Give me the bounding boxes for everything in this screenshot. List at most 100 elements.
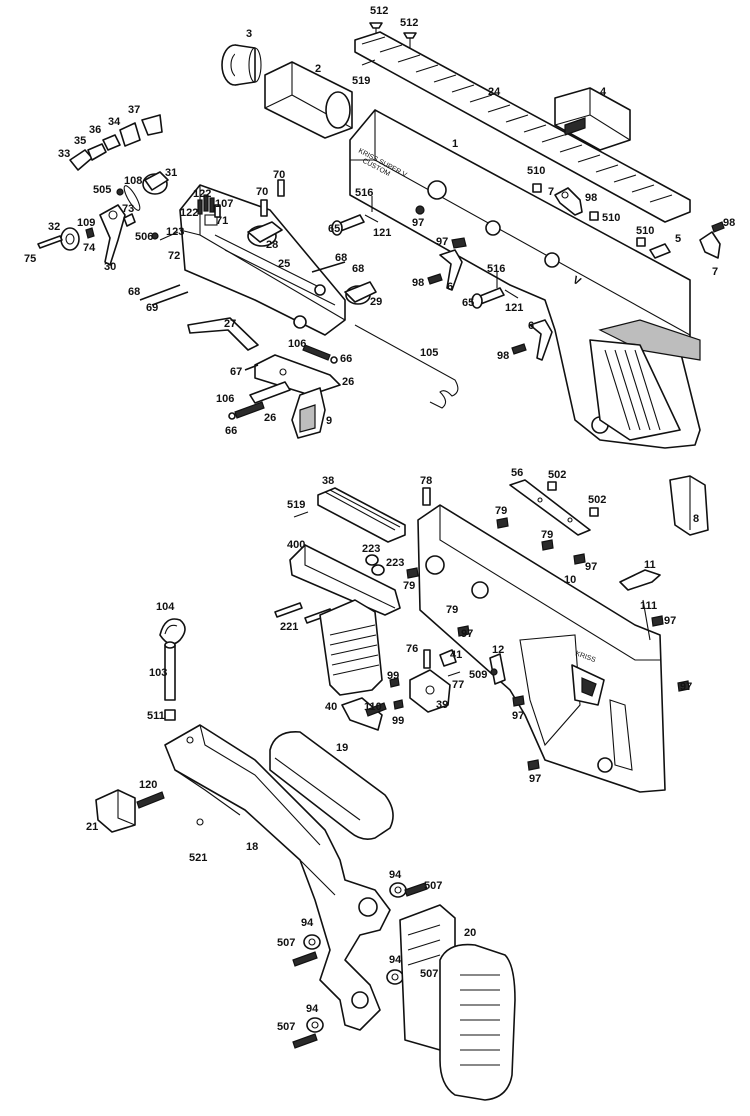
label-97-g: 97 [512, 710, 524, 722]
label-68-b: 68 [352, 263, 364, 275]
label-512-b: 512 [400, 17, 418, 29]
label-32: 32 [48, 221, 60, 233]
label-18: 18 [246, 841, 258, 853]
spring-109 [85, 227, 95, 239]
label-12: 12 [492, 644, 504, 656]
screw-99-a [389, 677, 400, 688]
label-521: 521 [189, 852, 207, 864]
spring-ring-108 [123, 185, 141, 211]
cam-7-right [699, 221, 725, 259]
screw-510-b [589, 211, 599, 221]
label-505: 505 [93, 184, 111, 196]
nut-94-b [303, 934, 321, 950]
label-98-a: 98 [585, 192, 597, 204]
hammer-26 [254, 354, 341, 396]
label-507-c: 507 [420, 968, 438, 980]
part-number-labels: 512 512 3 2 519 24 4 37 34 36 35 33 1 31… [24, 5, 735, 1033]
pin-121-lower [504, 289, 519, 299]
label-400: 400 [287, 539, 305, 551]
screw-510-a [532, 183, 542, 193]
label-510-a: 510 [527, 165, 545, 177]
screw-512-right [403, 32, 417, 48]
label-94-a: 94 [389, 869, 402, 881]
pin-75 [37, 235, 63, 249]
screw-79-c [406, 567, 419, 579]
label-106-a: 106 [288, 338, 306, 350]
label-33: 33 [58, 148, 70, 160]
charging-handle-30 [99, 204, 136, 266]
label-9: 9 [326, 415, 332, 427]
label-30: 30 [104, 261, 116, 273]
nut-94-d [306, 1017, 324, 1033]
lever-6-lower [529, 319, 553, 361]
label-98-d: 98 [497, 350, 509, 362]
label-223-a: 223 [362, 543, 380, 555]
pin-103 [164, 641, 176, 701]
label-111: 111 [640, 600, 657, 612]
pins-70 [260, 179, 285, 217]
spring-wire-105 [354, 324, 459, 409]
label-109: 109 [77, 217, 95, 229]
label-31: 31 [165, 167, 177, 179]
label-507-d: 507 [277, 1021, 295, 1033]
pin-66-upper [330, 356, 338, 364]
label-70-b: 70 [273, 169, 285, 181]
label-76: 76 [406, 643, 418, 655]
part-29 [344, 281, 377, 305]
sling-swivel-104 [159, 618, 186, 645]
plate-56 [509, 479, 591, 536]
screw-79-b [541, 539, 554, 551]
trigger-bar-27 [187, 317, 259, 351]
label-223-b: 223 [386, 557, 404, 569]
label-79-d: 79 [446, 604, 458, 616]
label-97-f: 97 [680, 681, 692, 693]
label-97-c: 97 [585, 561, 597, 573]
label-8: 8 [693, 513, 699, 525]
ball-505 [116, 188, 124, 196]
label-25: 25 [278, 258, 290, 270]
label-26-a: 26 [342, 376, 354, 388]
label-98-c: 98 [412, 277, 424, 289]
label-99-a: 99 [387, 670, 399, 682]
label-97-d: 97 [664, 615, 676, 627]
label-98-b: 98 [723, 217, 735, 229]
screw-221-a [274, 602, 303, 618]
optic-mount-4 [554, 87, 631, 151]
spring-110 [365, 702, 387, 717]
label-19: 19 [336, 742, 348, 754]
part-5 [649, 243, 671, 259]
pin-519-lower [293, 511, 309, 518]
screw-97-e [457, 625, 470, 637]
label-507-a: 507 [424, 880, 442, 892]
latch-21 [95, 789, 136, 833]
pin-65-upper [331, 214, 365, 236]
label-122-a: 122 [193, 188, 211, 200]
spring-120 [136, 791, 165, 809]
label-97-h: 97 [529, 773, 541, 785]
label-75: 75 [24, 253, 36, 265]
label-40: 40 [325, 701, 337, 713]
lower-receiver-10: KRISS [417, 504, 666, 793]
mag-adapter-8 [669, 475, 709, 536]
butt-pad-20 [399, 904, 516, 1101]
pins-122-107-71 [197, 194, 221, 218]
pin-76 [423, 649, 431, 669]
pin-123 [159, 231, 179, 241]
label-78: 78 [420, 475, 432, 487]
screw-97-d [651, 615, 664, 627]
cam-7-upper [554, 187, 583, 216]
pin-78 [422, 487, 431, 506]
label-79-c: 79 [403, 580, 415, 592]
label-108: 108 [124, 175, 142, 187]
label-510-b: 510 [602, 212, 620, 224]
label-122-b: 122 [180, 207, 198, 219]
label-35: 35 [74, 135, 86, 147]
cheek-rest-19 [269, 731, 394, 840]
label-94-b: 94 [301, 917, 314, 929]
label-38: 38 [322, 475, 334, 487]
screw-98-mid [427, 273, 443, 285]
pin-121-upper [364, 214, 379, 223]
label-34: 34 [108, 116, 121, 128]
label-107: 107 [215, 198, 233, 210]
